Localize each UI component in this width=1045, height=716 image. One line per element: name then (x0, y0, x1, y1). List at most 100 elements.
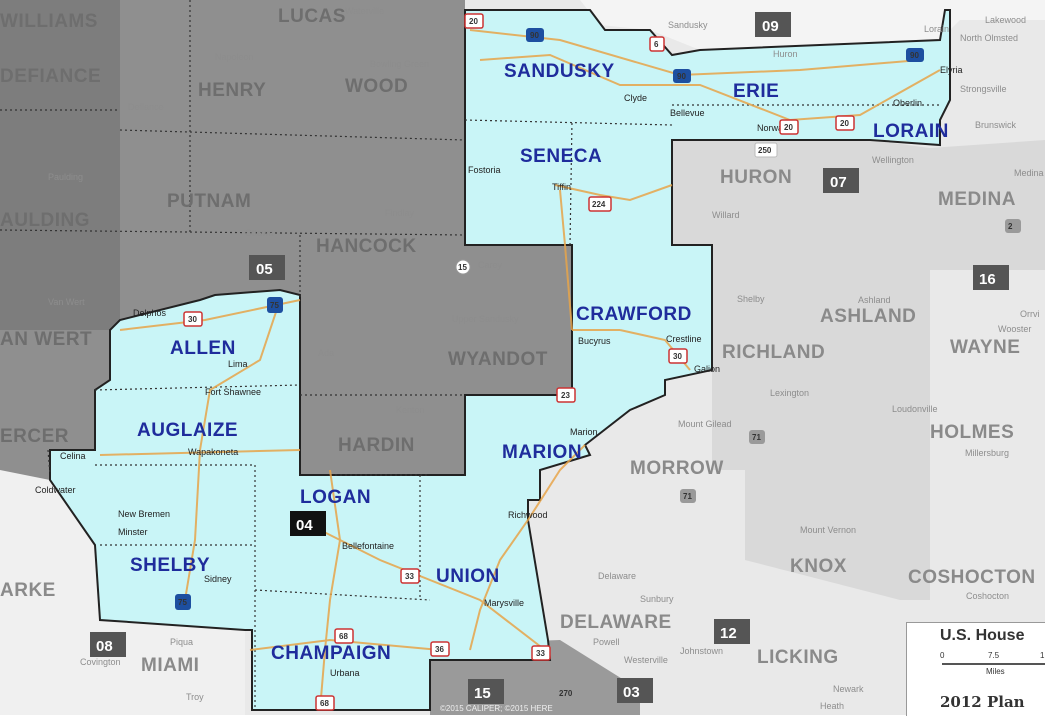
town-tiffin: Tiffin (552, 182, 571, 192)
town-labels: Lima Fort Shawnee Wapakoneta Delphos Cel… (35, 6, 1044, 711)
town-richwood: Richwood (508, 510, 548, 520)
svg-text:30: 30 (188, 315, 197, 324)
town-fort-shawnee: Fort Shawnee (205, 387, 261, 397)
town-bowling-green: Bowling Green (370, 59, 429, 69)
town-kenton: Kenton (396, 405, 425, 415)
route-shield-us20-a: 20 (779, 119, 799, 135)
svg-text:20: 20 (784, 123, 793, 132)
svg-text:15: 15 (458, 263, 467, 272)
town-bellevue: Bellevue (670, 108, 705, 118)
town-findlay: Findlay (385, 208, 415, 218)
county-putnam: PUTNAM (167, 191, 251, 212)
route-shield-i270: 270 (556, 686, 578, 700)
route-shield-i71-a: 71 (749, 430, 765, 444)
legend-scale-0: 0 (940, 651, 945, 660)
route-shields: 75 75 90 90 90 20 20 20 (175, 13, 1021, 711)
county-erie: ERIE (733, 81, 779, 102)
town-galion: Galion (694, 364, 720, 374)
town-paulding: Paulding (48, 172, 83, 182)
county-shelby: SHELBY (130, 555, 210, 576)
svg-text:33: 33 (536, 649, 545, 658)
county-williams: WILLIAMS (0, 11, 98, 32)
town-north-olmsted: North Olmsted (960, 33, 1018, 43)
district-07-label: 07 (830, 174, 847, 191)
district-labels: 04 05 07 08 09 03 12 15 16 (90, 12, 1009, 704)
county-morrow: MORROW (630, 458, 724, 479)
route-shield-us68-b: 68 (315, 695, 335, 711)
county-ercer: ERCER (0, 426, 69, 447)
route-shield-us224: 224 (588, 196, 612, 212)
town-westerville: Westerville (624, 655, 668, 665)
county-medina: MEDINA (938, 189, 1016, 210)
county-wayne: WAYNE (950, 337, 1020, 358)
svg-text:71: 71 (683, 492, 692, 501)
town-willard: Willard (712, 210, 740, 220)
svg-text:75: 75 (178, 598, 187, 607)
legend-scale-75: 7.5 (988, 651, 1000, 660)
town-huron: Huron (773, 49, 798, 59)
svg-text:30: 30 (673, 352, 682, 361)
lake-erie (580, 0, 1045, 50)
county-arke: ARKE (0, 580, 56, 601)
route-shield-us33-a: 33 (400, 568, 420, 584)
legend: U.S. House 0 7.5 1 Miles 2012 Plan (906, 622, 1045, 716)
county-hancock: HANCOCK (316, 236, 417, 257)
legend-title: U.S. House (940, 627, 1025, 644)
town-norwalk: Norwalk (757, 123, 790, 133)
town-sandusky: Sandusky (668, 20, 708, 30)
route-shield-us6: 6 (649, 36, 665, 52)
svg-text:224: 224 (592, 200, 606, 209)
town-elyria: Elyria (940, 65, 963, 75)
svg-text:20: 20 (840, 119, 849, 128)
town-bellefontaine: Bellefontaine (342, 541, 394, 551)
county-champaign: CHAMPAIGN (271, 643, 391, 664)
town-lima: Lima (228, 359, 248, 369)
route-shield-us15: 15 (455, 259, 471, 275)
svg-text:71: 71 (752, 433, 761, 442)
district-09-label: 09 (762, 18, 779, 35)
county-logan: LOGAN (300, 487, 371, 508)
town-carey: Carey (478, 260, 503, 270)
county-wyandot: WYANDOT (448, 349, 548, 370)
svg-text:2: 2 (1008, 222, 1013, 231)
district-05-label: 05 (256, 261, 273, 278)
route-shield-us20-west: 20 (464, 13, 484, 29)
county-delaware: DELAWARE (560, 612, 672, 633)
district-04-label: 04 (296, 517, 313, 534)
town-brunswick: Brunswick (975, 120, 1017, 130)
county-wood: WOOD (345, 76, 408, 97)
town-wapakoneta: Wapakoneta (188, 447, 238, 457)
town-delaware: Delaware (598, 571, 636, 581)
town-mount-gilead: Mount Gilead (678, 419, 732, 429)
svg-text:250: 250 (758, 146, 772, 155)
district-12-label: 12 (720, 625, 737, 642)
town-coldwater: Coldwater (35, 485, 76, 495)
town-upper-sandusky: Upper Sandusky (452, 314, 519, 324)
town-delphos: Delphos (133, 308, 167, 318)
town-orrville: Orrvi (1020, 309, 1040, 319)
county-lorain: LORAIN (873, 121, 949, 142)
route-shield-i90-west: 90 (526, 28, 544, 42)
town-powell: Powell (593, 637, 620, 647)
county-knox: KNOX (790, 556, 847, 577)
route-shield-us68-a: 68 (334, 628, 354, 644)
legend-plan: 2012 Plan (940, 693, 1025, 711)
district-03-label: 03 (623, 684, 640, 701)
route-shield-us20-b: 20 (835, 115, 855, 131)
svg-text:36: 36 (435, 645, 444, 654)
county-henry: HENRY (198, 80, 266, 101)
route-shield-us250: 250 (754, 142, 778, 158)
route-shield-i71-b: 71 (680, 489, 696, 503)
county-ashland: ASHLAND (820, 306, 916, 327)
county-coshocton: COSHOCTON (908, 567, 1036, 588)
county-defiance: DEFIANCE (0, 66, 101, 87)
town-napoleon: Napoleon (215, 52, 254, 62)
town-new-bremen: New Bremen (118, 509, 170, 519)
district-05-region (0, 0, 572, 480)
town-bucyrus: Bucyrus (578, 336, 611, 346)
county-auglaize: AUGLAIZE (137, 420, 238, 441)
town-lexington: Lexington (770, 388, 809, 398)
town-marysville: Marysville (484, 598, 524, 608)
route-shield-us30-a: 30 (183, 311, 203, 327)
svg-text:68: 68 (339, 632, 348, 641)
